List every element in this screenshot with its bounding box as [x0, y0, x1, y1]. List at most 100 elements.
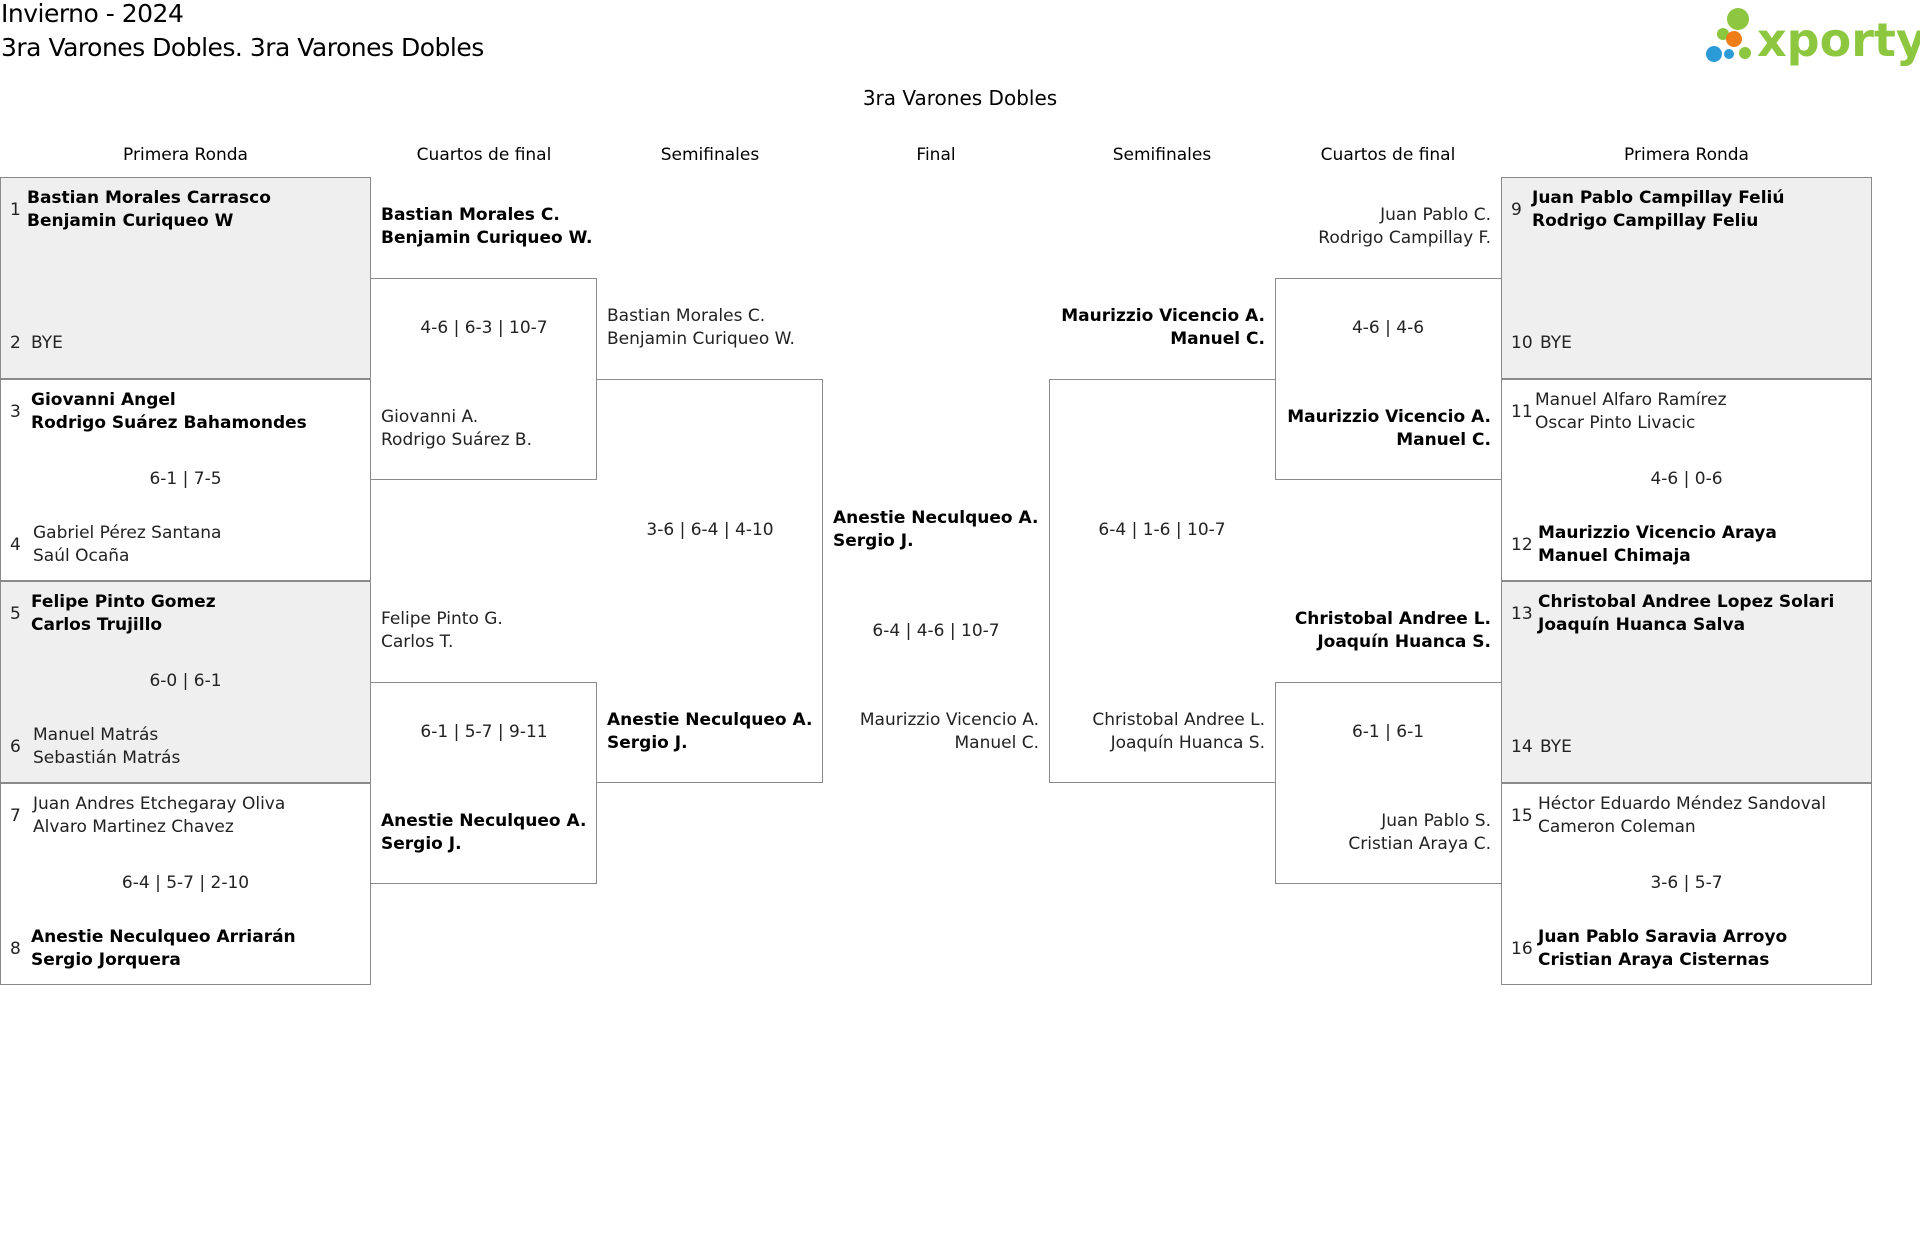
- match-score: 6-4 | 1-6 | 10-7: [1098, 520, 1226, 540]
- match-score: 4-6 | 6-3 | 10-7: [420, 318, 548, 338]
- player-name: Maurizzio Vicencio Araya: [1538, 523, 1777, 543]
- player-name: Felipe Pinto Gomez: [31, 592, 216, 612]
- seed-number: 5: [10, 604, 21, 624]
- seed-number: 11: [1511, 402, 1533, 422]
- player-name: Juan Pablo Saravia Arroyo: [1538, 927, 1788, 947]
- player-name: Juan Andres Etchegaray Oliva: [33, 794, 286, 814]
- player-name: Cameron Coleman: [1538, 817, 1696, 837]
- seed-number: 3: [10, 402, 21, 422]
- player-name: Rodrigo Campillay F.: [1318, 228, 1491, 248]
- player-name: Sergio Jorquera: [31, 950, 181, 970]
- seed-number: 8: [10, 939, 21, 959]
- player-name: Sergio J.: [607, 733, 688, 753]
- team-entry: Bastian Morales C.Benjamin Curiqueo W.: [381, 204, 592, 250]
- team-entry: Maurizzio Vicencio A. Manuel C.: [1049, 305, 1265, 351]
- season-title: Invierno - 2024: [1, 0, 184, 28]
- team-entry: Juan Pablo C. Rodrigo Campillay F.: [1275, 204, 1491, 250]
- match-box-qf-right-1: [1275, 278, 1501, 480]
- player-name: Christobal Andree Lopez Solari: [1538, 592, 1835, 612]
- player-name: Juan Pablo C.: [1380, 205, 1491, 225]
- team-entry: Anestie Neculqueo A. Sergio J.: [381, 810, 586, 856]
- seed-number: 16: [1511, 939, 1533, 959]
- match-box-r1-left-2: [0, 379, 371, 581]
- match-score: 3-6 | 5-7: [1650, 873, 1723, 893]
- bye-entry: BYE: [1540, 737, 1572, 757]
- player-name: Oscar Pinto Livacic: [1535, 413, 1696, 433]
- player-name: Manuel C.: [1396, 430, 1491, 450]
- seed-number: 4: [10, 535, 21, 555]
- player-name: Carlos T.: [381, 632, 454, 652]
- player-name: Rodrigo Suárez B.: [381, 430, 532, 450]
- player-name: Anestie Neculqueo Arriarán: [31, 927, 296, 947]
- player-name: Carlos Trujillo: [31, 615, 163, 635]
- player-name: Maurizzio Vicencio A.: [1061, 306, 1265, 326]
- player-name: Bastian Morales C.: [607, 306, 766, 326]
- player-name: Felipe Pinto G.: [381, 609, 503, 629]
- team-entry: Bastian Morales C.Benjamin Curiqueo W.: [607, 305, 795, 351]
- player-name: Cristian Araya Cisternas: [1538, 950, 1770, 970]
- xporty-logo: xporty: [1695, 4, 1920, 70]
- player-name: Maurizzio Vicencio A.: [1287, 407, 1491, 427]
- category-title: 3ra Varones Dobles. 3ra Varones Dobles: [1, 33, 484, 62]
- col-header-first-round-right: Primera Ronda: [1624, 145, 1749, 165]
- player-name: Manuel Chimaja: [1538, 546, 1691, 566]
- final-team-b: Maurizzio Vicencio A.Manuel C.: [823, 709, 1039, 755]
- match-box-sf-left: [597, 379, 823, 783]
- team-entry: Anestie Neculqueo A. Sergio J.: [607, 709, 812, 755]
- player-name: Bastian Morales C.: [381, 205, 560, 225]
- player-name: Joaquín Huanca S.: [1317, 632, 1491, 652]
- seed-number: 15: [1511, 806, 1533, 826]
- match-box-qf-left-1: [371, 278, 597, 480]
- match-box-qf-right-2: [1275, 682, 1501, 884]
- match-score: 4-6 | 0-6: [1650, 469, 1723, 489]
- seed-number: 10: [1511, 333, 1533, 353]
- match-score: 6-1 | 7-5: [149, 469, 222, 489]
- logo-text: xporty: [1757, 13, 1920, 67]
- match-score: 6-1 | 5-7 | 9-11: [420, 722, 548, 742]
- player-name: Giovanni Angel: [31, 390, 176, 410]
- match-box-r1-left-4: [0, 783, 371, 985]
- player-name: Rodrigo Suárez Bahamondes: [31, 413, 307, 433]
- match-score: 6-0 | 6-1: [149, 671, 222, 691]
- player-name: Sergio J.: [381, 834, 462, 854]
- match-box-qf-left-2: [371, 682, 597, 884]
- player-name: Manuel C.: [954, 733, 1040, 753]
- col-header-semis-right: Semifinales: [1112, 145, 1212, 165]
- player-name: Juan Pablo S.: [1381, 811, 1491, 831]
- final-score: 6-4 | 4-6 | 10-7: [872, 621, 1000, 641]
- seed-number: 12: [1511, 535, 1533, 555]
- col-header-quarters-left: Cuartos de final: [416, 145, 552, 165]
- team-entry: Juan Pablo S. Cristian Araya C.: [1275, 810, 1491, 856]
- match-box-r1-left-3: [0, 581, 371, 783]
- player-name: Cristian Araya C.: [1348, 834, 1491, 854]
- match-box-sf-right: [1049, 379, 1275, 783]
- player-name: Anestie Neculqueo A.: [381, 811, 587, 831]
- player-name: Gabriel Pérez Santana: [33, 523, 222, 543]
- seed-number: 2: [10, 333, 21, 353]
- player-name: Sergio J.: [833, 531, 914, 551]
- seed-number: 6: [10, 737, 21, 757]
- match-score: 6-4 | 5-7 | 2-10: [121, 873, 250, 893]
- player-name: Héctor Eduardo Méndez Sandoval: [1538, 794, 1826, 814]
- bye-entry: BYE: [1540, 333, 1572, 353]
- seed-number: 7: [10, 806, 21, 826]
- player-name: Manuel C.: [1170, 329, 1265, 349]
- player-name: Joaquín Huanca S.: [1110, 733, 1265, 753]
- seed-number: 1: [10, 200, 21, 220]
- player-name: Anestie Neculqueo A.: [607, 710, 813, 730]
- player-name: Saúl Ocaña: [33, 546, 130, 566]
- team-entry: Christobal Andree L.Joaquín Huanca S.: [1049, 709, 1265, 755]
- seed-number: 13: [1511, 604, 1533, 624]
- team-entry: Maurizzio Vicencio A. Manuel C.: [1275, 406, 1491, 452]
- col-header-semis-left: Semifinales: [660, 145, 760, 165]
- team-entry: Giovanni A.Rodrigo Suárez B.: [381, 406, 532, 452]
- col-header-final: Final: [916, 145, 956, 165]
- bye-entry: BYE: [31, 333, 63, 353]
